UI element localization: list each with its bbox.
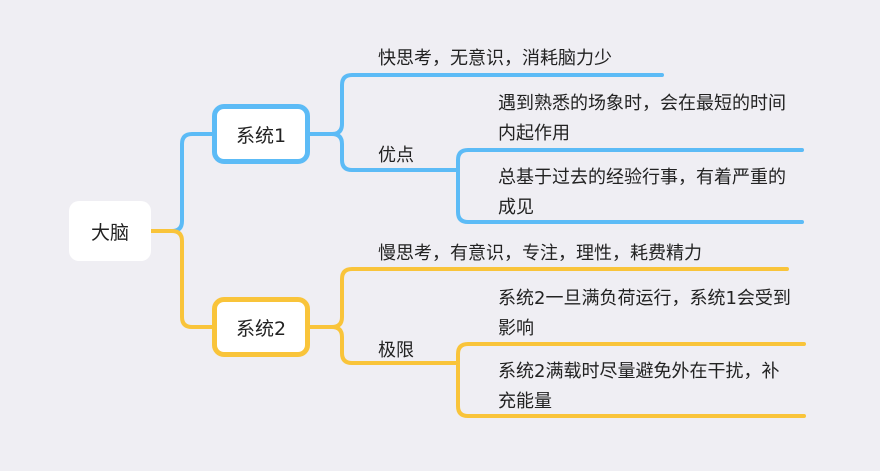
subtopic-limit-1[interactable]: 系统2一旦满负荷运行，系统1会受到影响: [498, 288, 791, 339]
connector-sys1-pros: [330, 132, 460, 172]
connector-pros-2: [456, 168, 804, 224]
subtopic-limit-2[interactable]: 系统2满载时尽量避免外在干扰，补充能量: [498, 361, 780, 412]
topic-slow-thinking[interactable]: 慢思考，有意识，专注，理性，耗费精力: [378, 243, 702, 264]
connector-limits-1: [456, 342, 806, 365]
subtopic-advantage-1[interactable]: 遇到熟悉的场象时，会在最短的时间内起作用: [498, 93, 786, 144]
root-node[interactable]: 大脑: [69, 201, 151, 261]
branch-label: 系统1: [235, 124, 287, 147]
root-label: 大脑: [90, 221, 129, 244]
connector-sys2-limits: [330, 325, 460, 365]
connector-limits-2: [456, 361, 806, 418]
branch-node-system2[interactable]: 系统2: [212, 297, 310, 357]
topic-limits[interactable]: 极限: [378, 340, 414, 361]
connector-root-sys2: [149, 229, 214, 329]
topic-fast-thinking[interactable]: 快思考，无意识，消耗脑力少: [378, 48, 612, 69]
connector-pros-1: [456, 148, 804, 172]
connector-root-sys1: [149, 132, 214, 233]
branch-label: 系统2: [235, 317, 287, 340]
topic-advantages[interactable]: 优点: [378, 145, 414, 166]
subtopic-advantage-2[interactable]: 总基于过去的经验行事，有着严重的成见: [498, 167, 786, 218]
branch-node-system1[interactable]: 系统1: [212, 104, 310, 164]
